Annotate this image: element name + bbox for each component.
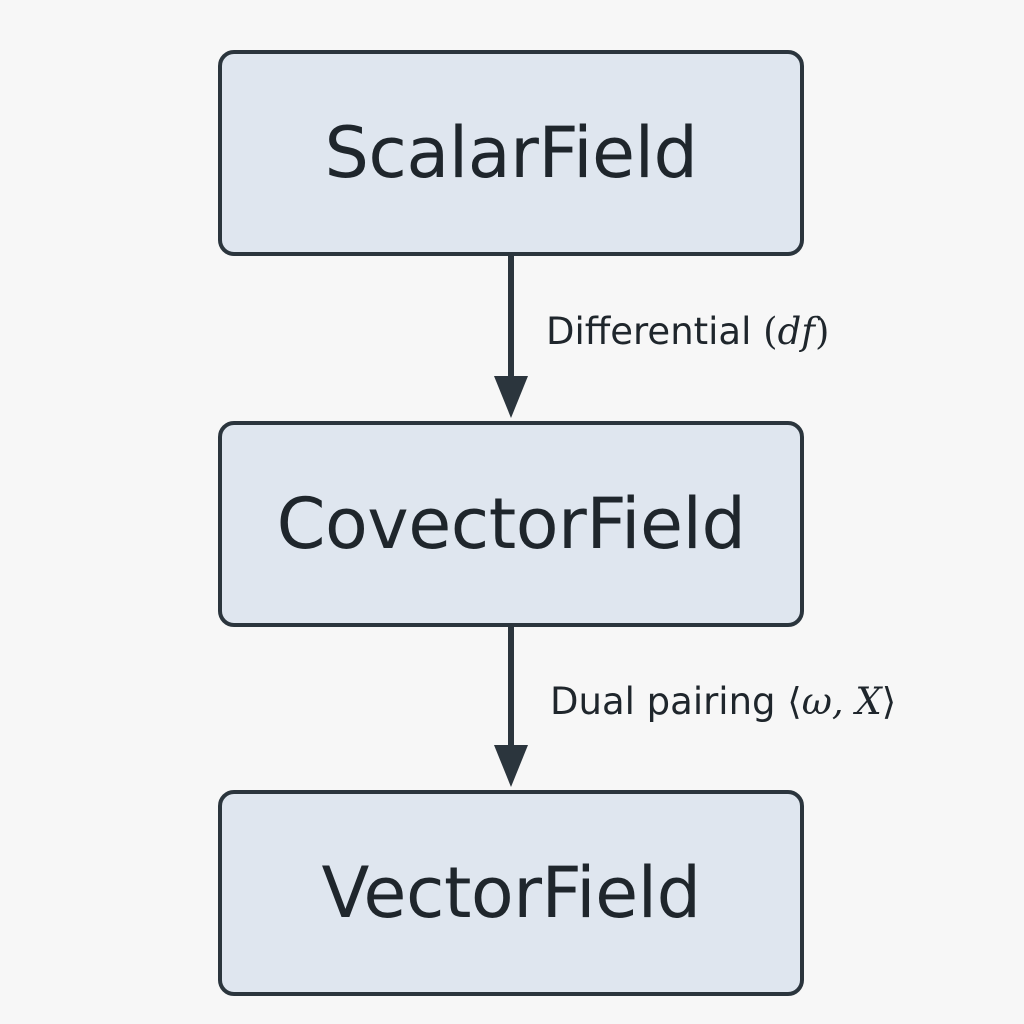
differential-open-paren: (	[763, 310, 778, 353]
differential-symbol: df	[777, 310, 815, 353]
arrowhead-scalar-to-covector	[494, 376, 528, 418]
differential-edge-label: Differential (df)	[546, 310, 829, 353]
covector-field-label: CovectorField	[276, 483, 746, 565]
vector-field-node[interactable]: VectorField	[218, 790, 804, 996]
vector-field-label: VectorField	[321, 852, 701, 934]
differential-close-paren: )	[814, 310, 830, 353]
dual-pairing-open-bracket: ⟨	[787, 680, 802, 723]
differential-text: Differential	[546, 310, 752, 353]
covector-field-node[interactable]: CovectorField	[218, 421, 804, 627]
dual-pairing-text: Dual pairing	[550, 680, 776, 723]
dual-pairing-edge-label: Dual pairing ⟨ω, X⟩	[550, 680, 896, 723]
dual-pairing-close-bracket: ⟩	[881, 680, 897, 723]
arrowhead-covector-to-vector	[494, 745, 528, 787]
scalar-field-label: ScalarField	[324, 112, 698, 194]
scalar-field-node[interactable]: ScalarField	[218, 50, 804, 256]
dual-pairing-symbol: ω, X	[801, 680, 882, 723]
